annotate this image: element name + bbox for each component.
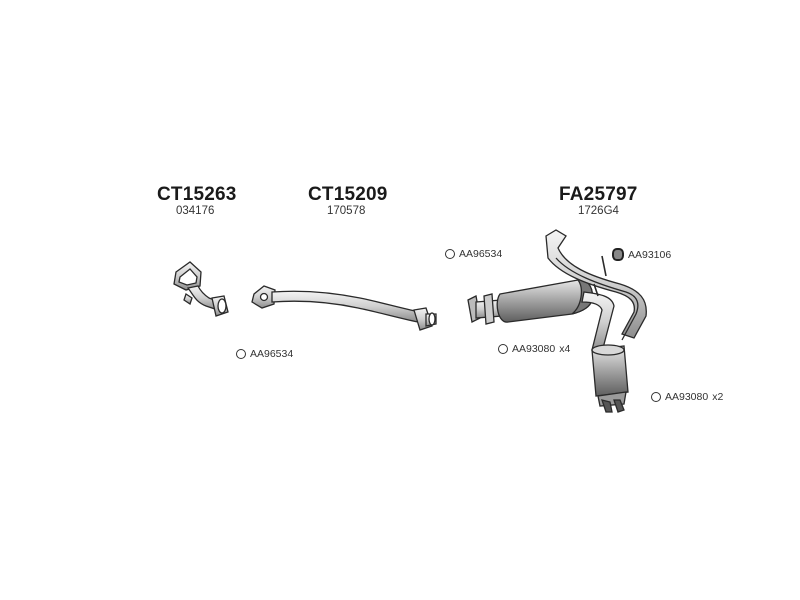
rubber-hanger-icon (612, 248, 624, 261)
oem-code-rear-silencer: 1726G4 (578, 205, 619, 217)
accessory-ring-aa96534-top: AA96534 (445, 248, 502, 260)
ring-icon (445, 249, 455, 259)
accessory-ref: AA93106 (628, 248, 672, 261)
accessory-hanger-aa93106: AA93106 (612, 248, 671, 261)
accessory-qty: x2 (712, 391, 724, 403)
front-pipe-drawing (173, 261, 229, 317)
oem-code-intermediate-pipe: 170578 (327, 205, 366, 217)
accessory-ring-aa93080-x4: AA93080 x4 (498, 343, 570, 355)
part-code-rear-silencer: FA25797 (559, 184, 638, 205)
ring-icon (498, 344, 508, 354)
ring-icon (651, 392, 661, 402)
accessory-ref: AA96534 (459, 248, 503, 260)
accessory-ring-aa96534-left: AA96534 (236, 348, 293, 360)
accessory-ref: AA93080 (512, 343, 556, 355)
oem-code-front-pipe: 034176 (176, 205, 215, 217)
accessory-ref: AA93080 (665, 391, 709, 403)
part-code-intermediate-pipe: CT15209 (308, 184, 388, 205)
intermediate-pipe-drawing (251, 285, 437, 331)
accessory-ring-aa93080-x2: AA93080 x2 (651, 391, 723, 403)
accessory-qty: x4 (559, 343, 571, 355)
ring-icon (236, 349, 246, 359)
rear-silencer-drawing (467, 229, 647, 413)
accessory-ref: AA96534 (250, 348, 294, 360)
part-code-front-pipe: CT15263 (157, 184, 237, 205)
